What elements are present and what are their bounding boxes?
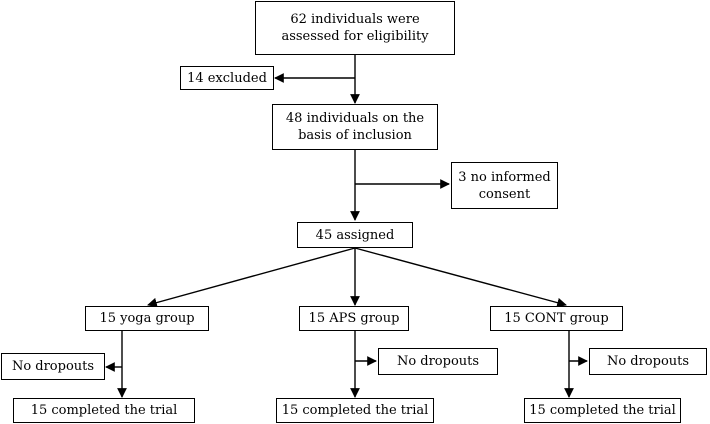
cont-dropouts-text: No dropouts [606,354,690,369]
yoga-completed-box: 15 completed the trial [13,398,195,423]
no-consent-box: 3 no informed consent [451,162,558,209]
included-box: 48 individuals on the basis of inclusion [272,104,438,150]
cont-completed-box: 15 completed the trial [524,398,681,423]
yoga-dropouts-text: No dropouts [11,359,95,374]
included-text: 48 individuals on the basis of inclusion [285,111,425,143]
aps-completed-box: 15 completed the trial [276,398,434,423]
assessed-box: 62 individuals were assessed for eligibi… [255,1,455,55]
assigned-box: 45 assigned [297,222,413,248]
arrow-assigned-to-yoga [147,247,356,308]
excluded-text: 14 excluded [187,70,267,86]
arrow-assigned-to-cont [354,247,567,308]
assigned-text: 45 assigned [315,227,395,243]
no-consent-text: 3 no informed consent [458,169,551,202]
cont-group-box: 15 CONT group [490,306,623,331]
assessed-text: 62 individuals were assessed for eligibi… [281,12,429,44]
cont-group-text: 15 CONT group [504,311,609,326]
aps-group-text: 15 APS group [308,311,400,326]
yoga-group-box: 15 yoga group [85,306,209,331]
yoga-group-text: 15 yoga group [99,311,195,326]
aps-completed-text: 15 completed the trial [281,403,429,418]
cont-dropouts-box: No dropouts [589,348,707,375]
aps-dropouts-text: No dropouts [396,354,480,369]
excluded-box: 14 excluded [180,66,274,90]
aps-group-box: 15 APS group [299,306,409,331]
aps-dropouts-box: No dropouts [378,348,498,375]
yoga-completed-text: 15 completed the trial [30,403,178,418]
cont-completed-text: 15 completed the trial [529,403,676,418]
yoga-dropouts-box: No dropouts [1,353,105,380]
